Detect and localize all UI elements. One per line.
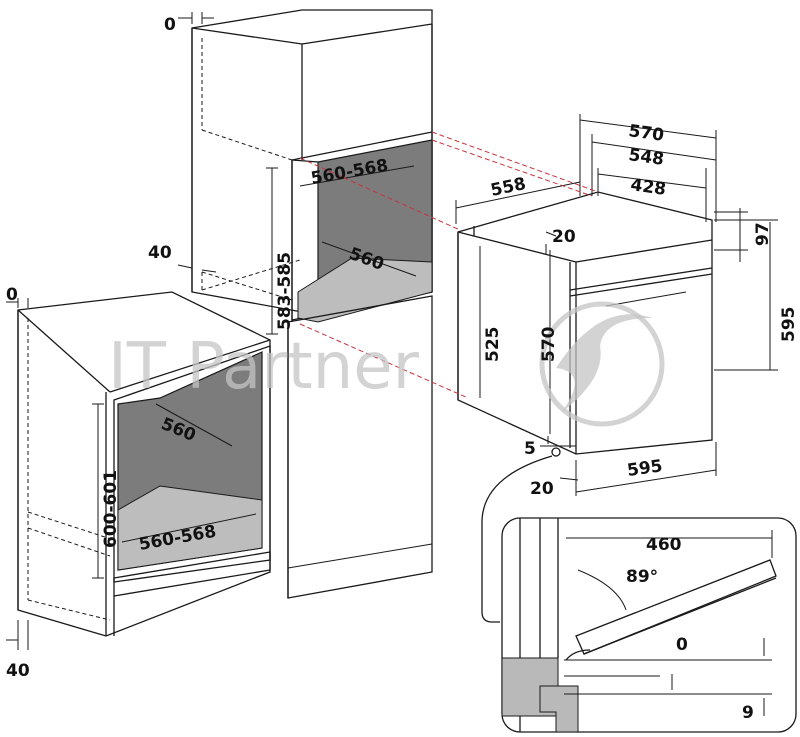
watermark: IT Partner [108,301,665,427]
label-oven-595-height: 595 [779,307,799,343]
label-detail-460: 460 [646,535,682,555]
watermark-logo-icon [539,301,665,427]
door-detail [501,517,797,733]
label-oven-5: 5 [524,439,536,459]
label-detail-9: 9 [742,703,754,723]
tall-cabinet [177,9,433,599]
label-oven-428: 428 [629,175,667,200]
label-base-height: 600-601 [101,470,121,548]
label-detail-0: 0 [676,635,688,655]
label-oven-20-bottom: 20 [530,479,554,499]
label-oven-548: 548 [627,145,665,170]
label-tall-height: 583-585 [275,252,295,330]
label-oven-570-vertical: 570 [539,326,559,362]
label-oven-595-width: 595 [626,456,664,481]
label-oven-570: 570 [627,121,665,146]
label-oven-558: 558 [489,174,528,201]
label-tall-40: 40 [148,243,172,263]
watermark-text: IT Partner [108,330,420,404]
label-oven-97: 97 [753,222,773,246]
label-detail-angle: 89° [626,567,658,587]
alignment-guides [299,131,599,399]
base-cabinet [6,291,271,650]
label-base-top-0: 0 [6,285,18,305]
label-tall-top-0: 0 [164,15,176,35]
watermark-swoosh-icon [556,314,652,412]
label-oven-20-top: 20 [552,227,576,247]
label-oven-525: 525 [483,327,503,363]
label-base-40: 40 [6,661,30,681]
